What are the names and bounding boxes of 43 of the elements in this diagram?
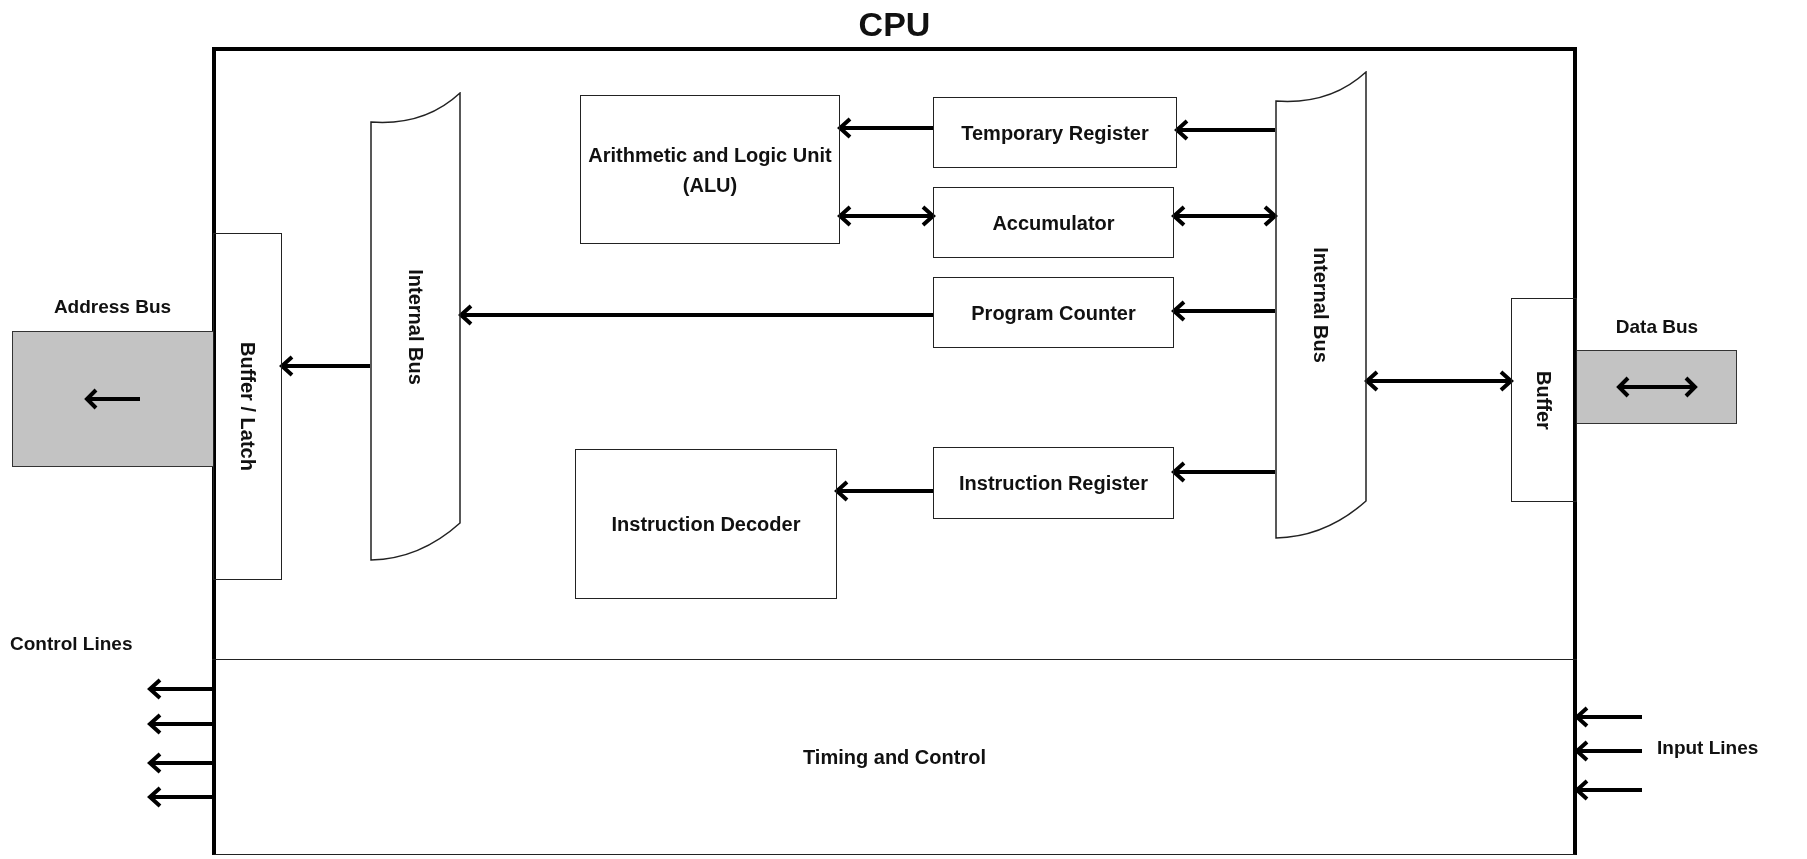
buffer-box <box>1511 298 1577 502</box>
register-box <box>575 449 837 599</box>
arrow <box>280 355 370 377</box>
arrow <box>459 304 933 326</box>
block-label: Temporary Register <box>960 120 1150 146</box>
register-box <box>580 95 840 244</box>
register-box <box>933 187 1174 258</box>
block-label: Instruction Decoder <box>610 512 802 537</box>
bus-label: Internal Bus <box>403 268 428 385</box>
block-label: Buffer / Latch <box>235 342 260 471</box>
bus-label: Internal Bus <box>1309 247 1333 363</box>
arrow <box>1172 300 1275 322</box>
arrow <box>1172 205 1277 227</box>
arrow <box>148 786 212 808</box>
side-label: Control Lines <box>10 633 133 655</box>
block-label: Buffer <box>1532 370 1556 430</box>
arrow <box>1172 461 1275 483</box>
arrow <box>1575 779 1642 801</box>
register-box <box>933 277 1174 348</box>
block-label: Instruction Register <box>958 471 1149 496</box>
bus-label: Address Bus <box>52 295 173 319</box>
block-label: Arithmetic and Logic Unit (ALU) <box>587 142 833 198</box>
arrow <box>1175 119 1275 141</box>
block-label: Program Counter <box>970 300 1137 326</box>
arrow <box>1575 706 1642 728</box>
bus-shape <box>370 92 461 561</box>
arrow <box>148 713 212 735</box>
arrow <box>835 480 933 502</box>
side-label: Input Lines <box>1657 737 1759 759</box>
buffer-box <box>213 233 282 580</box>
block-label: Accumulator <box>991 210 1116 236</box>
register-box <box>933 447 1174 519</box>
bus-shape <box>1275 71 1367 539</box>
arrow <box>148 752 212 774</box>
register-box <box>933 97 1177 168</box>
arrow <box>838 205 935 227</box>
bus-label: Data Bus <box>1614 315 1700 339</box>
arrow <box>148 678 212 700</box>
block-label: Timing and Control <box>803 744 986 770</box>
block-title: CPU <box>857 4 932 44</box>
arrow <box>1365 370 1513 392</box>
arrow <box>1575 740 1642 762</box>
arrow <box>838 117 933 139</box>
